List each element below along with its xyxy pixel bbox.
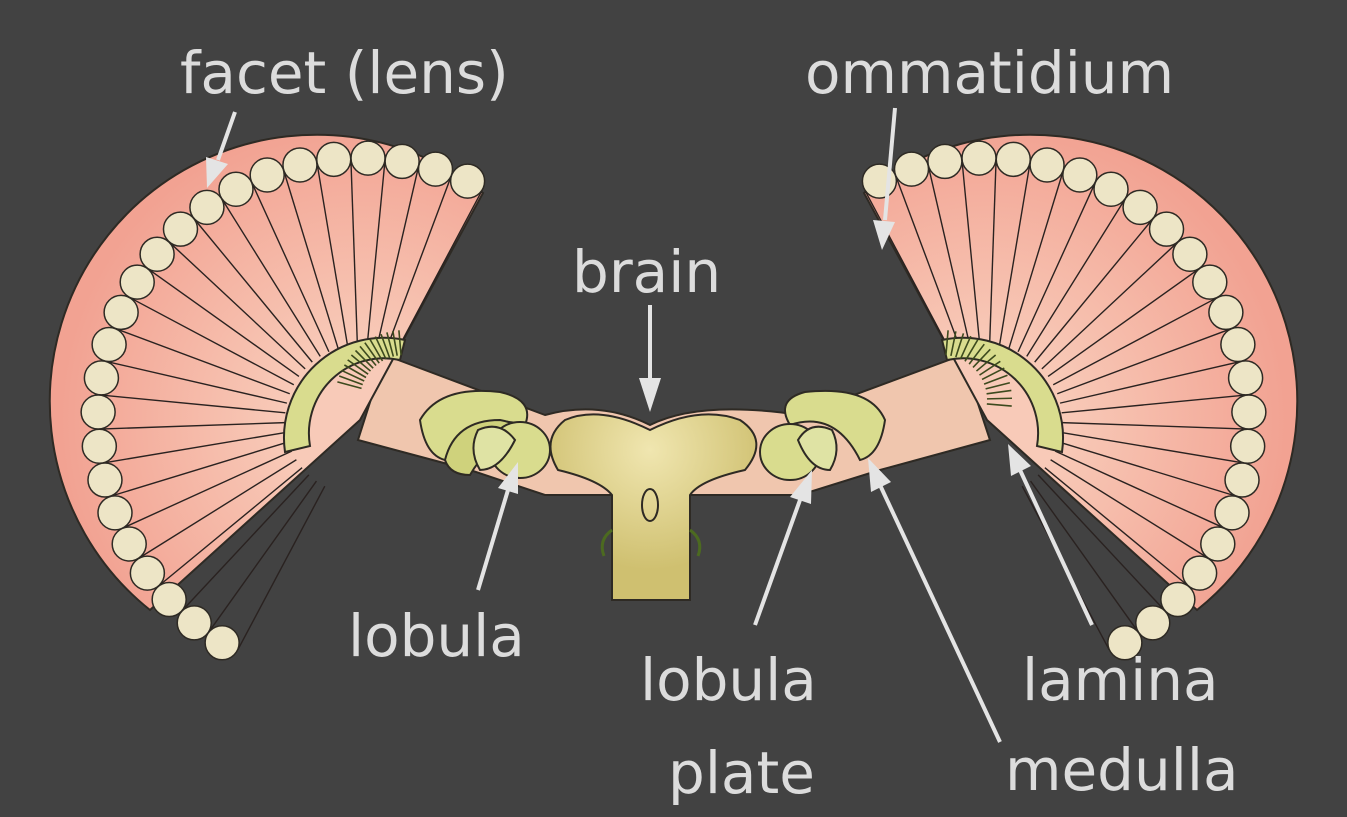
facet-lens (894, 152, 928, 186)
facet-lens (82, 429, 116, 463)
label-facet-lens: facet (lens) (180, 39, 509, 107)
facet-lens (996, 142, 1030, 176)
facet-lens (1231, 429, 1265, 463)
facet-lens (205, 626, 239, 660)
label-lobula: lobula (348, 602, 525, 670)
facet-lens (317, 142, 351, 176)
label-brain: brain (572, 238, 721, 306)
label-ommatidium: ommatidium (805, 39, 1174, 107)
facet-lens (98, 496, 132, 530)
facet-lens (283, 148, 317, 182)
facet-lens (419, 152, 453, 186)
lamina-stripe (987, 398, 1012, 399)
facet-lens (1232, 395, 1266, 429)
label-lobula-plate-line1: lobula (640, 646, 817, 714)
arrow-lobula (478, 462, 518, 590)
central-brain (550, 414, 756, 600)
facet-lens (1221, 327, 1255, 361)
facet-lens (962, 141, 996, 175)
facet-lens (84, 361, 118, 395)
facet-lens (120, 265, 154, 299)
arrow-brain (639, 305, 661, 412)
label-medulla: medulla (1005, 736, 1239, 804)
facet-lens (1030, 148, 1064, 182)
facet-lens (104, 295, 138, 329)
facet-lens (1201, 527, 1235, 561)
facet-lens (1193, 265, 1227, 299)
facet-lens (1136, 606, 1170, 640)
facet-lens (451, 164, 485, 198)
facet-lens (1173, 237, 1207, 271)
facet-lens (928, 144, 962, 178)
arrow-medulla (868, 458, 1000, 742)
facet-lens (112, 527, 146, 561)
facet-lens (1094, 172, 1128, 206)
facet-lens (385, 144, 419, 178)
facet-lens (351, 141, 385, 175)
left-nerve (602, 530, 612, 556)
facet-lens (92, 327, 126, 361)
facet-lens (219, 172, 253, 206)
facet-lens (81, 395, 115, 429)
facet-lens (1215, 496, 1249, 530)
facet-lens (1209, 295, 1243, 329)
brain-body (550, 414, 756, 600)
facet-lens (140, 237, 174, 271)
facet-lens (177, 606, 211, 640)
facet-lens (1225, 463, 1259, 497)
facet-lens (250, 158, 284, 192)
facet-lens (1229, 361, 1263, 395)
label-lobula-plate-line2: plate (668, 739, 815, 807)
facet-lens (1063, 158, 1097, 192)
left-optic-lobes (420, 391, 550, 478)
right-nerve (690, 530, 700, 556)
label-lamina: lamina (1022, 646, 1219, 714)
facet-lens (88, 463, 122, 497)
